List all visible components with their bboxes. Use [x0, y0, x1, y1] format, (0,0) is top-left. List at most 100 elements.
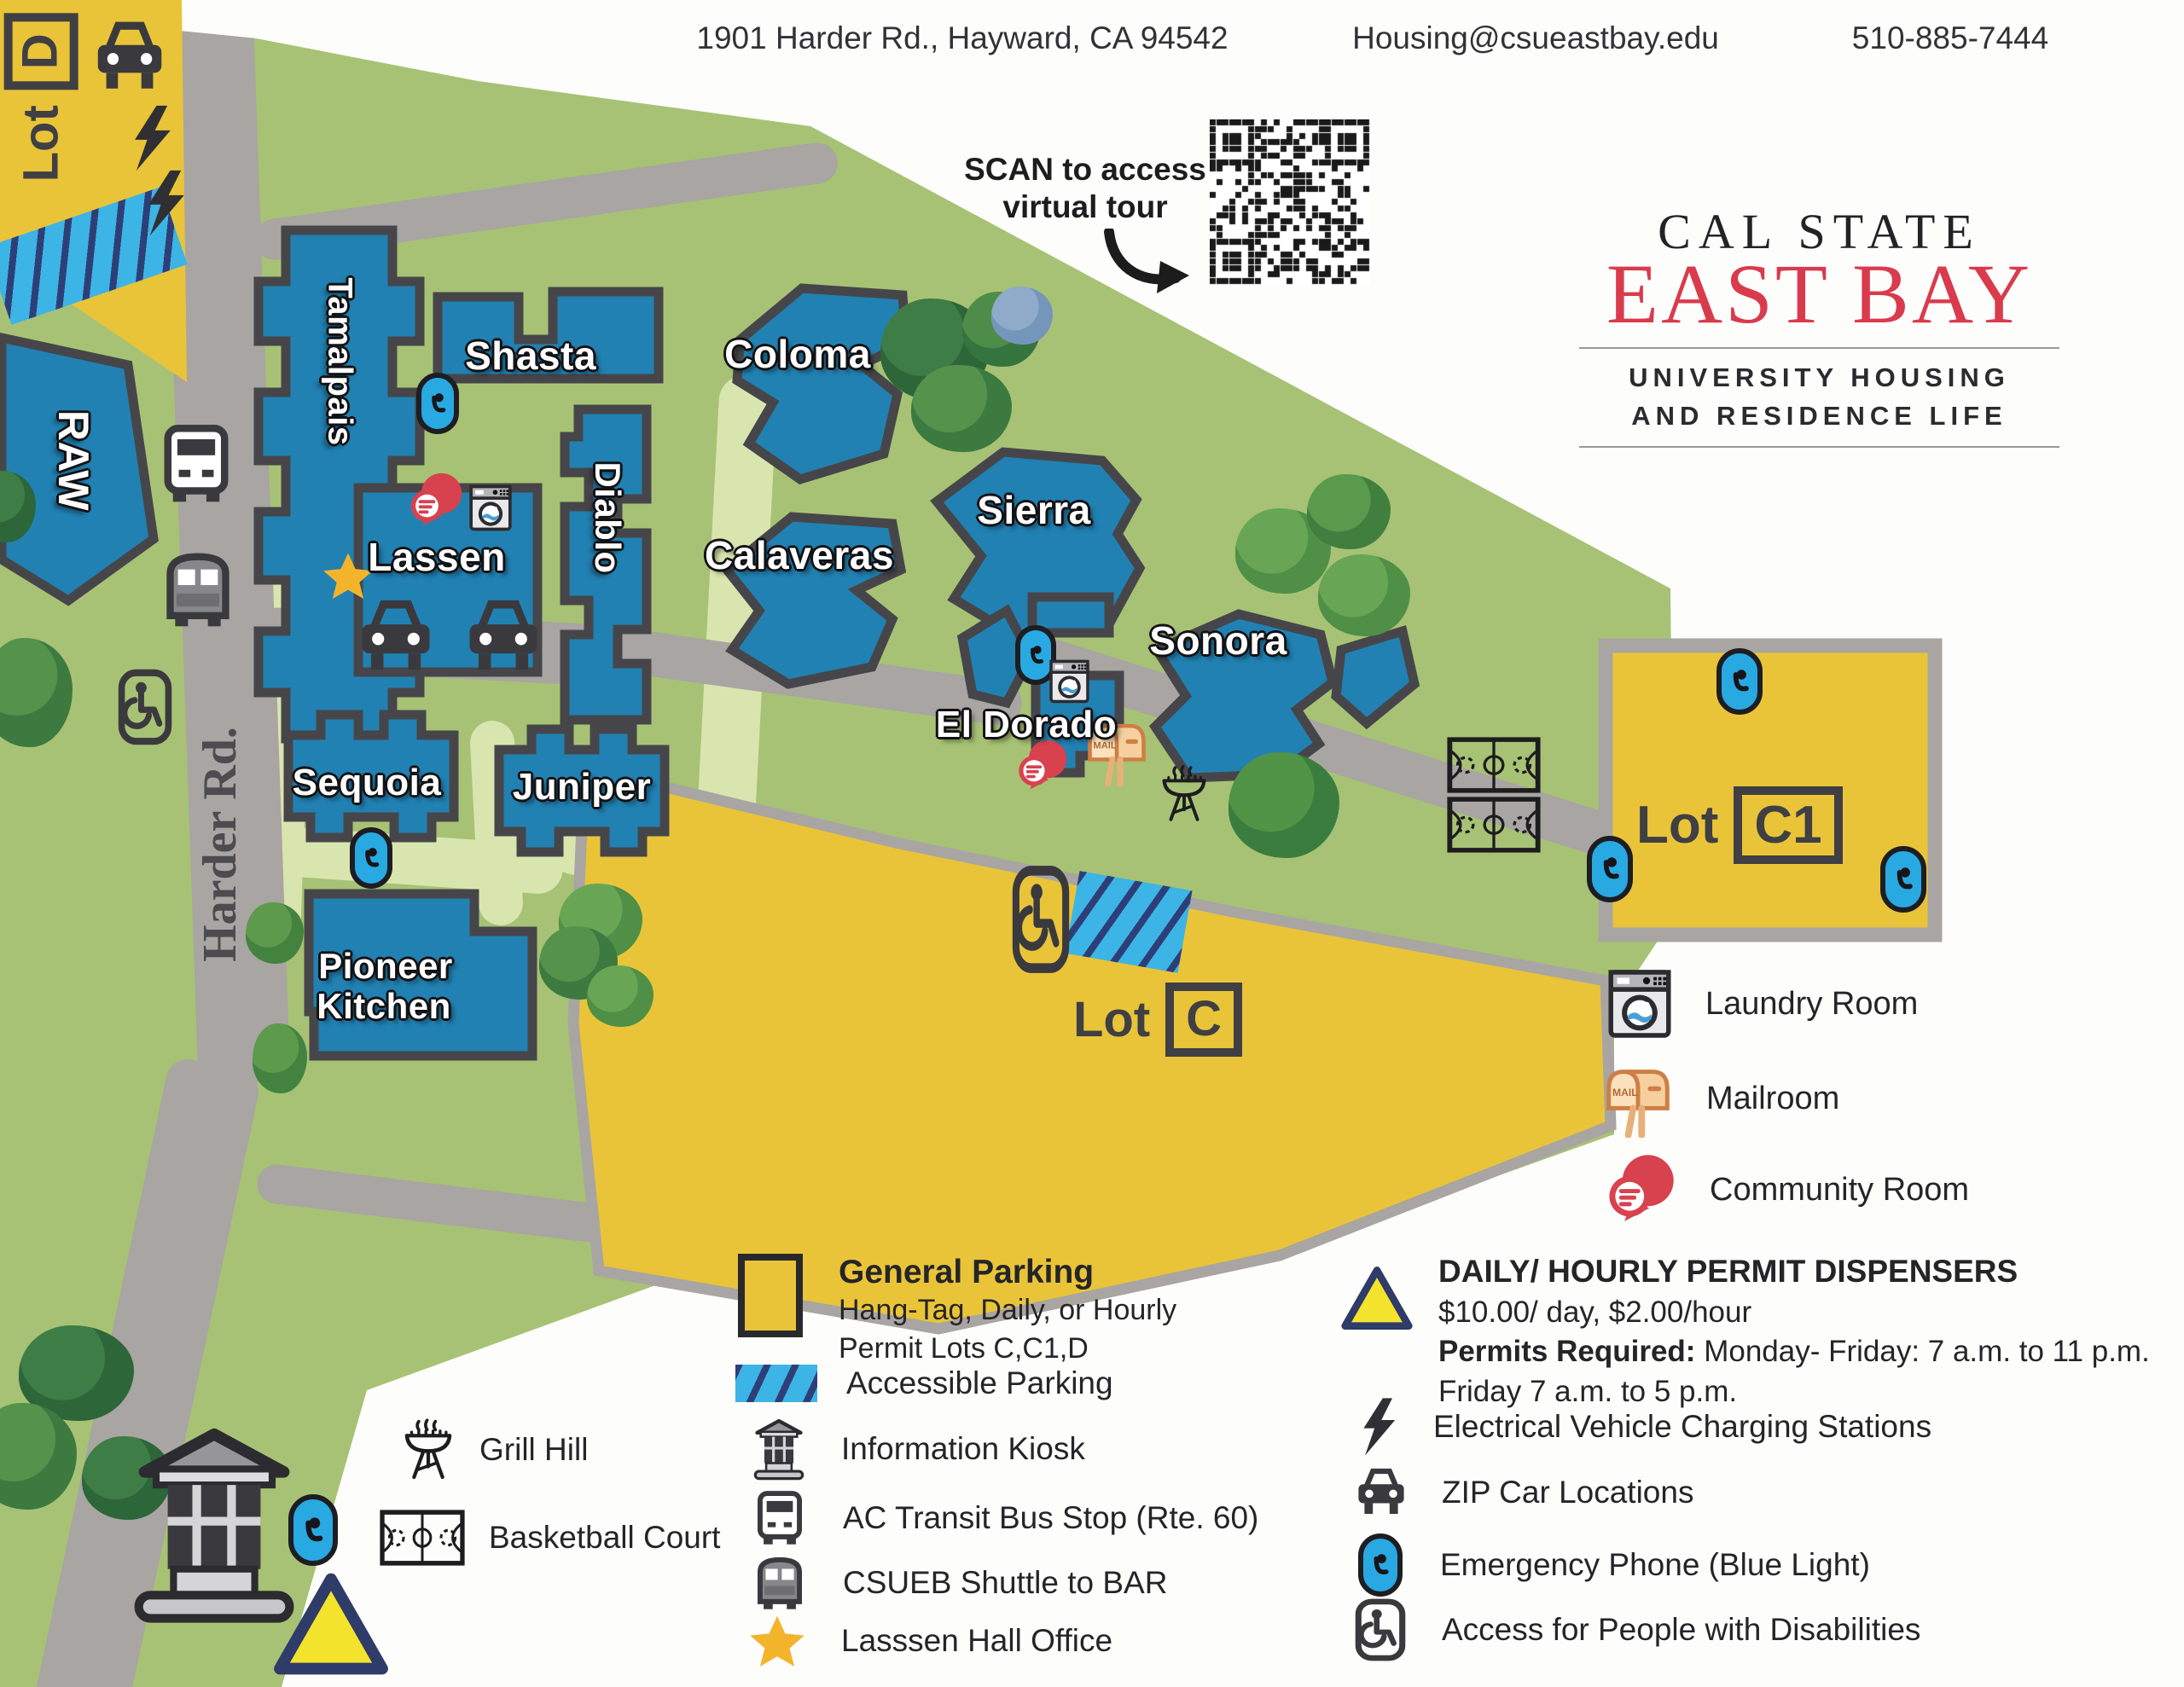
building-label-lassen: Lassen [368, 535, 506, 579]
curved-arrow-icon [1104, 229, 1189, 293]
header-email: Housing@csueastbay.edu [1352, 20, 1719, 55]
lot-c1-label: Lot C1 [1636, 786, 1843, 865]
qr-code [1210, 119, 1370, 285]
legend-zip-car: ZIP Car Locations [1351, 1465, 1693, 1520]
logo-cal-state: CAL STATE [1658, 204, 1981, 259]
lot-d-letter: D [3, 13, 78, 90]
legend-ac-transit-label: AC Transit Bus Stop (Rte. 60) [843, 1500, 1259, 1535]
building-coloma [732, 283, 911, 485]
emergency-phone-icon [1358, 1533, 1403, 1597]
building-pioneer-kitchen [304, 889, 537, 1061]
building-sonora [1148, 609, 1339, 783]
legend-grill-hill: Grill Hill [401, 1417, 588, 1482]
kiosk-icon [121, 1423, 307, 1626]
scan-text-line1: SCAN to access [964, 152, 1206, 187]
tree [911, 365, 1012, 452]
legend-emergency-phone: Emergency Phone (Blue Light) [1358, 1533, 1870, 1597]
ephone-icon [1587, 836, 1633, 902]
community-room-icon [1602, 1153, 1676, 1226]
lot-d-label: Lot D [3, 0, 78, 200]
building-diablo [560, 404, 652, 725]
cal-state-east-bay-logo: CAL STATE EAST BAY UNIVERSITY HOUSING AN… [1574, 203, 2065, 458]
building-calaveras [720, 512, 907, 689]
ephone-icon [350, 827, 392, 889]
lot-word: Lot [13, 105, 69, 183]
legend-access-label: Access for People with Disabilities [1442, 1612, 1921, 1647]
ephone-icon [416, 373, 459, 434]
general-parking-swatch [738, 1254, 803, 1337]
legend-permit-price: $10.00/ day, $2.00/hour [1438, 1295, 1752, 1329]
building-el-dorado-1 [956, 604, 1037, 709]
grill-icon [1159, 764, 1210, 824]
lot-word: Lot [1073, 991, 1151, 1047]
legend-ev-label: Electrical Vehicle Charging Stations [1433, 1409, 1932, 1444]
csueb-shuttle-icon [758, 1554, 802, 1612]
busw-icon [164, 425, 229, 503]
star-icon [322, 551, 374, 600]
tree [1307, 474, 1391, 549]
legend-lassen-office: Lasssen Hall Office [749, 1614, 1112, 1668]
laundry-icon [469, 484, 512, 531]
legend-general-sub2: Permit Lots C,C1,D [839, 1331, 1089, 1365]
building-label-sequoia: Sequoia [292, 762, 442, 803]
building-shasta [433, 287, 664, 384]
tree [0, 638, 73, 747]
lot-c-label: Lot C [1073, 983, 1243, 1057]
building-juniper [494, 724, 670, 857]
tree [1228, 752, 1339, 858]
ac-transit-bus-icon [758, 1489, 802, 1547]
legend-zip-label: ZIP Car Locations [1442, 1475, 1694, 1510]
ephone-icon [1015, 625, 1056, 685]
mail-icon: MAIL [1085, 715, 1148, 786]
building-label-raw: RAW [49, 409, 97, 512]
building-label-coloma: Coloma [724, 332, 871, 376]
ephone-icon [288, 1494, 338, 1566]
accessible-parking-swatch [735, 1365, 817, 1402]
legend-accessibility: Access for People with Disabilities [1355, 1598, 1920, 1661]
legend-accessible-parking: Accessible Parking [735, 1365, 1113, 1402]
legend-permit-hours2: Friday 7 a.m. to 5 p.m. [1438, 1375, 1738, 1409]
lot-word: Lot [1636, 796, 1719, 855]
legend-laundry-label: Laundry Room [1705, 985, 1919, 1022]
lightning-bolt-icon [1358, 1394, 1399, 1460]
community-icon [1014, 739, 1068, 793]
legend-laundry-room: Laundry Room [1608, 969, 1918, 1039]
legend-community-room: Community Room [1602, 1153, 1969, 1226]
legend-general-parking: General Parking Hang-Tag, Daily, or Hour… [738, 1254, 1176, 1368]
legend-permit-dispensers: DAILY/ HOURLY PERMIT DISPENSERS $10.00/ … [1341, 1250, 2150, 1412]
legend-community-label: Community Room [1710, 1171, 1970, 1208]
building-label-pioneer: Pioneer [318, 946, 453, 986]
legend-basketball: Basketball Court [380, 1510, 720, 1566]
tree [587, 965, 653, 1027]
header-phone: 510-885-7444 [1851, 20, 2049, 55]
tree [246, 902, 304, 964]
building-label-el-dorado: El Dorado [935, 704, 1118, 745]
legend-ephone-label: Emergency Phone (Blue Light) [1440, 1547, 1870, 1582]
legend-shuttle-label: CSUEB Shuttle to BAR [843, 1565, 1168, 1600]
bolt-icon [140, 169, 191, 237]
zip-car-icon [1351, 1465, 1411, 1520]
tree [253, 1023, 307, 1093]
legend-shuttle: CSUEB Shuttle to BAR [758, 1554, 1167, 1612]
logo-university-housing: UNIVERSITY HOUSING [1629, 362, 2010, 392]
legend-kiosk-label: Information Kiosk [841, 1431, 1085, 1466]
lot-c1-letter: C1 [1734, 786, 1843, 865]
building-east [1331, 625, 1420, 730]
building-label-kitchen: Kitchen [317, 986, 451, 1026]
tri-icon [271, 1573, 391, 1675]
logo-east-bay: EAST BAY [1606, 246, 2033, 341]
legend-accessible-label: Accessible Parking [846, 1365, 1113, 1400]
community-icon [405, 472, 463, 530]
building-label-shasta: Shasta [465, 333, 596, 378]
lot-c-area [567, 760, 1617, 1335]
basketball-court-icon [380, 1510, 465, 1566]
building-el-dorado-2 [1027, 592, 1114, 638]
legend-general-sub1: Hang-Tag, Daily, or Hourly [839, 1294, 1177, 1326]
laundry-icon [1608, 969, 1671, 1039]
logo-rule-top [1579, 347, 2059, 349]
building-label-tamalpais: Tamalpais [321, 277, 359, 446]
legend-permit-hours: Permits Required: Monday- Friday: 7 a.m.… [1438, 1335, 2150, 1369]
harder-rd-label: Harder Rd. [194, 727, 247, 962]
ephone-icon [1716, 648, 1763, 715]
